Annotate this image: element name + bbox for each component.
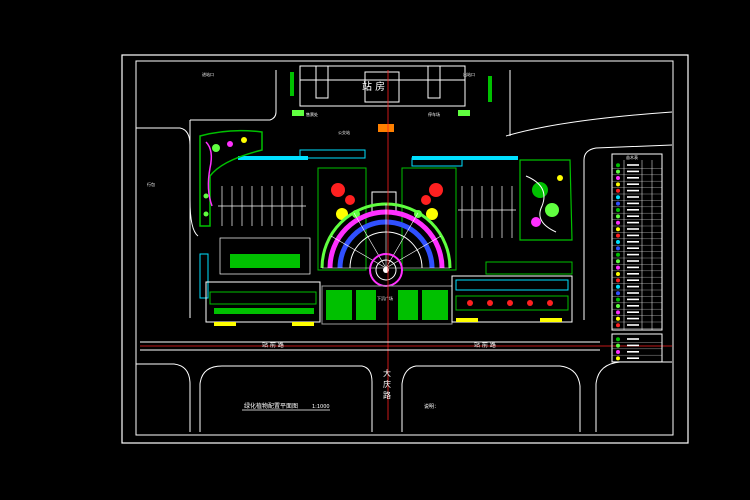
legend-symbol bbox=[616, 265, 620, 270]
legend-symbol bbox=[616, 272, 620, 276]
legend-symbol bbox=[616, 252, 620, 257]
road-label-vertical-0: 大 bbox=[383, 368, 391, 378]
legend-text-mark bbox=[627, 279, 639, 281]
legend-title: 苗木表 bbox=[626, 154, 638, 160]
legend-symbol bbox=[616, 337, 620, 342]
legend-text-mark bbox=[627, 338, 639, 340]
legend-symbol bbox=[616, 208, 620, 212]
small-label-2: 行包 bbox=[147, 181, 155, 187]
drawing-frame-outer bbox=[121, 54, 689, 444]
legend-text-mark bbox=[627, 298, 639, 301]
left-parking bbox=[218, 186, 311, 275]
legend-symbol bbox=[616, 176, 620, 180]
legend-text-mark bbox=[627, 317, 639, 320]
legend-symbol bbox=[616, 304, 620, 308]
plant-legend-table bbox=[611, 153, 663, 363]
radial-plaza bbox=[320, 202, 452, 287]
legend-symbol bbox=[616, 350, 620, 354]
legend-symbol bbox=[616, 169, 620, 174]
legend-symbol bbox=[616, 233, 620, 238]
legend-text-mark bbox=[627, 344, 639, 347]
road-label-vertical-1: 庆 bbox=[383, 379, 391, 389]
left-corner-garden bbox=[199, 129, 263, 227]
legend-text-mark bbox=[627, 196, 639, 198]
legend-text-mark bbox=[627, 202, 639, 205]
small-label-3: 售票处 bbox=[306, 111, 318, 117]
note-label: 说明： bbox=[424, 403, 439, 410]
legend-text-mark bbox=[627, 215, 639, 217]
road-label-vertical-2: 路 bbox=[383, 390, 391, 400]
legend-symbol bbox=[616, 323, 620, 328]
small-label-1: 出站口 bbox=[463, 71, 475, 77]
legend-text-mark bbox=[627, 266, 639, 269]
legend-text-mark bbox=[627, 234, 639, 237]
right-corner-garden bbox=[519, 159, 573, 241]
legend-text-mark bbox=[627, 311, 639, 313]
legend-text-mark bbox=[627, 351, 639, 353]
legend-text-mark bbox=[627, 357, 639, 359]
legend-symbol bbox=[616, 214, 620, 219]
boundary-lines bbox=[136, 70, 673, 320]
right-lower-strip bbox=[451, 261, 573, 323]
legend-symbol bbox=[616, 195, 620, 200]
left-lower-strip bbox=[205, 281, 321, 326]
legend-symbol bbox=[616, 227, 620, 232]
station-greenery bbox=[290, 72, 492, 132]
left-hedge bbox=[199, 253, 209, 299]
legend-text-mark bbox=[627, 260, 639, 262]
small-label-4: 停车场 bbox=[428, 111, 440, 117]
legend-text-mark bbox=[627, 221, 639, 224]
legend-text-mark bbox=[627, 183, 639, 185]
legend-text-mark bbox=[627, 292, 639, 294]
paved-squares bbox=[321, 285, 453, 325]
small-label-5: 公交站 bbox=[338, 129, 350, 135]
legend-symbol bbox=[616, 182, 620, 187]
legend-symbol bbox=[616, 220, 620, 225]
centerlines bbox=[140, 70, 672, 420]
small-label-0: 进站口 bbox=[202, 71, 214, 77]
road-label-right: 站 前 路 bbox=[474, 341, 496, 349]
drawing-title: 绿化植物配置平面图 bbox=[244, 402, 298, 410]
legend-symbol bbox=[616, 343, 620, 348]
legend-text-mark bbox=[627, 170, 639, 173]
station-label: 站 房 bbox=[362, 80, 385, 93]
legend-text-mark bbox=[627, 228, 639, 230]
legend-symbol bbox=[616, 310, 620, 315]
legend-text-mark bbox=[627, 189, 639, 192]
right-parking bbox=[458, 186, 516, 238]
cyan-canopy-band bbox=[238, 149, 518, 167]
drawing-frame-inner bbox=[135, 60, 674, 436]
legend-text-mark bbox=[627, 247, 639, 249]
drawing-scale: 1:1000 bbox=[312, 404, 330, 410]
legend-symbol bbox=[616, 240, 620, 244]
legend-symbol bbox=[616, 356, 620, 361]
legend-symbol bbox=[616, 163, 620, 168]
legend-symbol bbox=[616, 188, 620, 193]
plaza-label: 下沉广场 bbox=[377, 295, 393, 301]
legend-text-mark bbox=[627, 273, 639, 275]
legend-symbol bbox=[616, 278, 620, 283]
legend-symbol bbox=[616, 291, 620, 296]
road-label-left: 站 前 路 bbox=[262, 341, 284, 349]
legend-symbol bbox=[616, 316, 620, 321]
legend-text-mark bbox=[627, 241, 639, 243]
roads bbox=[136, 341, 672, 432]
legend-text-mark bbox=[627, 285, 639, 288]
legend-text-mark bbox=[627, 305, 639, 307]
legend-text-mark bbox=[627, 177, 639, 179]
legend-symbol bbox=[616, 201, 620, 206]
station-building bbox=[299, 65, 466, 107]
legend-symbol bbox=[616, 246, 620, 251]
legend-text-mark bbox=[627, 164, 639, 166]
legend-symbol bbox=[616, 297, 620, 302]
legend-symbol bbox=[616, 284, 620, 289]
legend-text-mark bbox=[627, 253, 639, 256]
legend-symbol bbox=[616, 259, 620, 264]
legend-text-mark bbox=[627, 209, 639, 211]
legend-text-mark bbox=[627, 324, 639, 326]
